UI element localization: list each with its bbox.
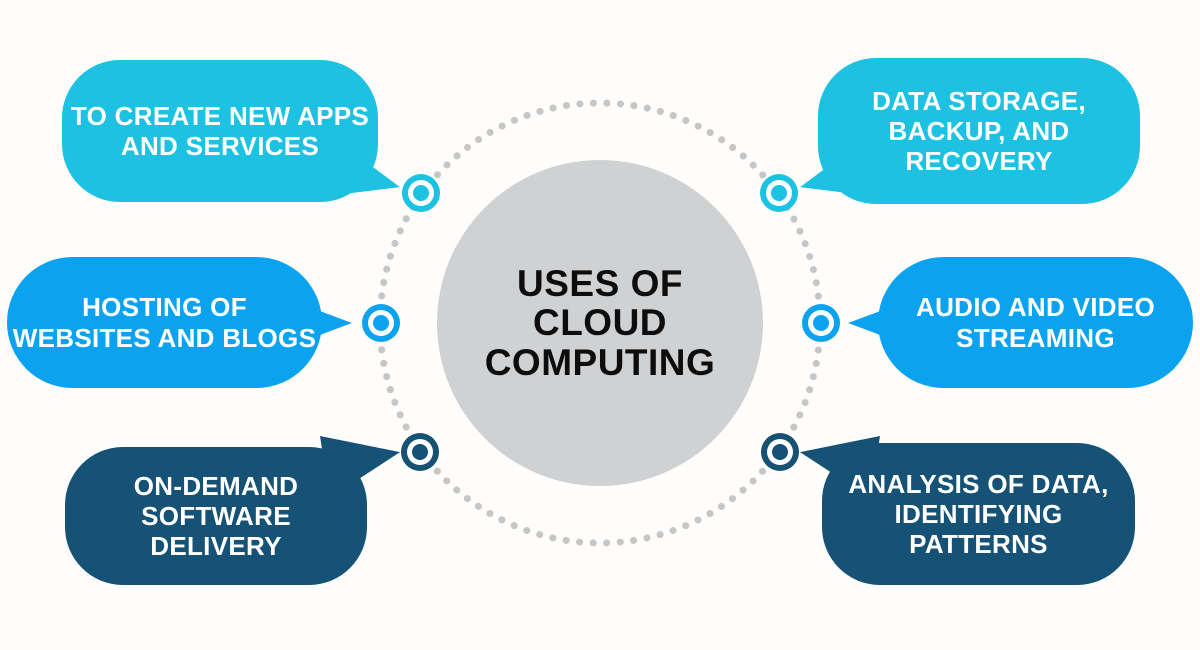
ring-marker-white-ring (368, 310, 394, 336)
ring-marker-dot (772, 444, 788, 460)
ring-marker-data-storage-icon (760, 174, 798, 212)
ring-marker-streaming-icon (802, 304, 840, 342)
ring-marker-data-analysis-icon (761, 433, 799, 471)
ring-marker-hosting-icon (362, 304, 400, 342)
bubble-create-apps: TO CREATE NEW APPS AND SERVICES (62, 60, 378, 202)
ring-marker-create-apps-icon (402, 174, 440, 212)
bubble-data-analysis: ANALYSIS OF DATA, IDENTIFYING PATTERNS (822, 443, 1135, 585)
bubble-data-storage: DATA STORAGE, BACKUP, AND RECOVERY (818, 58, 1140, 204)
ring-marker-white-ring (407, 439, 433, 465)
ring-marker-dot (771, 185, 787, 201)
ring-marker-white-ring (767, 439, 793, 465)
ring-marker-dot (413, 185, 429, 201)
ring-marker-on-demand-icon (401, 433, 439, 471)
center-title-circle: USES OF CLOUD COMPUTING (437, 160, 763, 486)
ring-marker-dot (373, 315, 389, 331)
ring-marker-white-ring (408, 180, 434, 206)
ring-marker-dot (813, 315, 829, 331)
ring-marker-white-ring (766, 180, 792, 206)
ring-marker-white-ring (808, 310, 834, 336)
bubble-on-demand: ON-DEMAND SOFTWARE DELIVERY (65, 447, 367, 585)
ring-marker-dot (412, 444, 428, 460)
bubble-streaming: AUDIO AND VIDEO STREAMING (878, 257, 1193, 388)
bubble-hosting: HOSTING OF WEBSITES AND BLOGS (7, 257, 322, 388)
